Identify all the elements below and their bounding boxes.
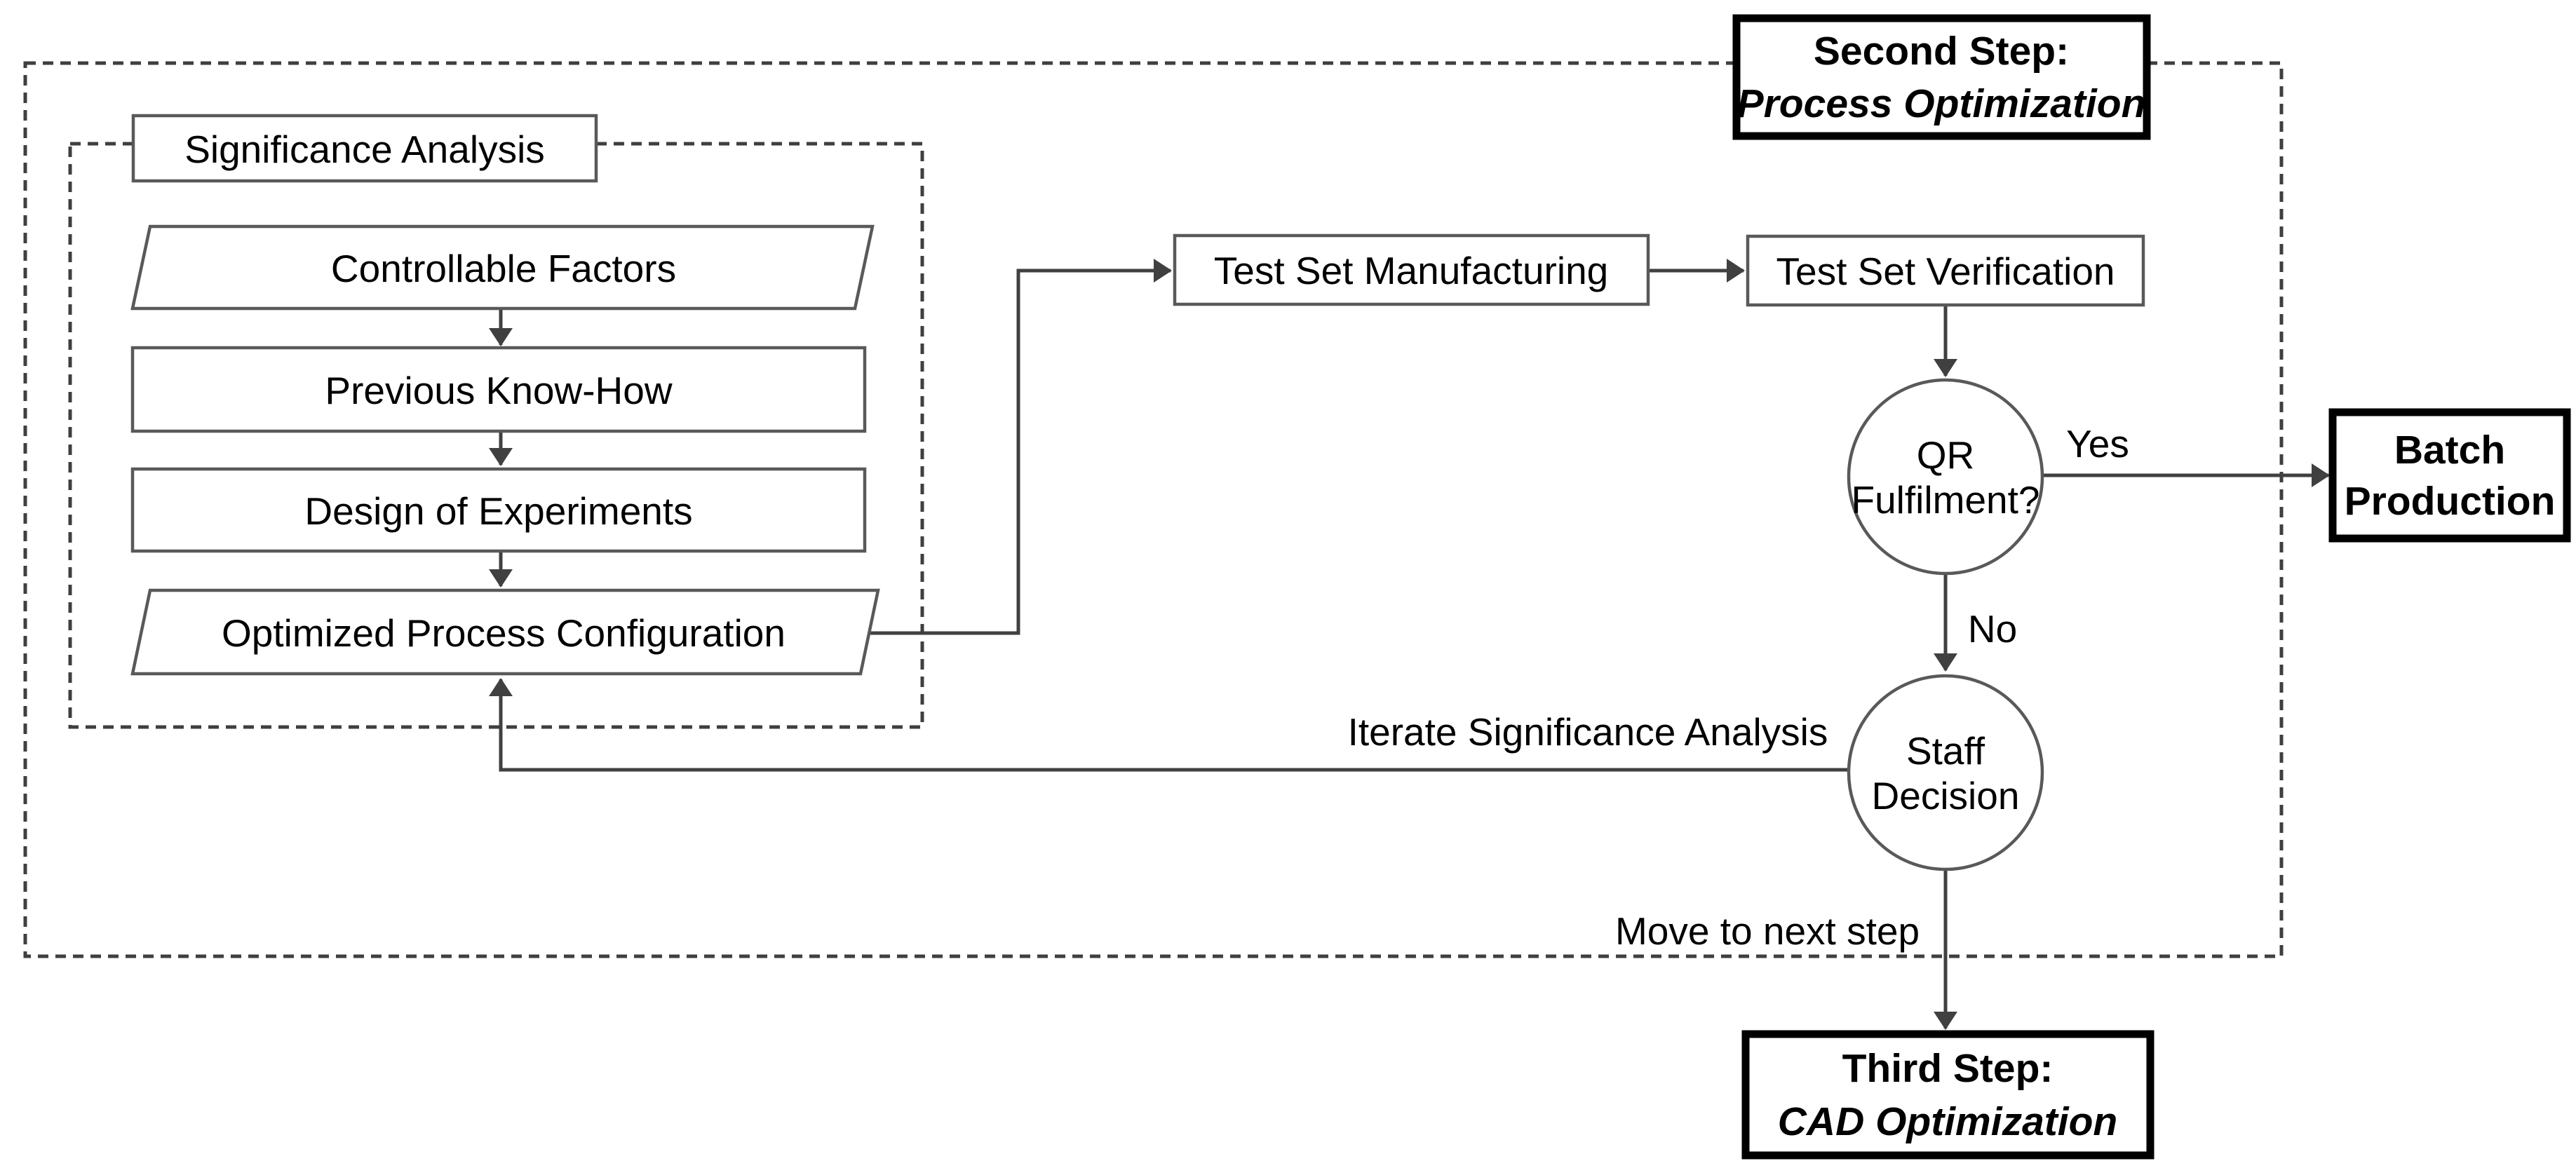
batch-production-label-line2: Production xyxy=(2345,479,2556,524)
second-step-label-line2: Process Optimization xyxy=(1737,81,2146,126)
third-step-label-line1: Third Step: xyxy=(1842,1046,2054,1091)
optimized-process-configuration-node xyxy=(130,588,880,676)
qr-fulfilment-node xyxy=(1847,378,2044,576)
previous-know-how-node xyxy=(130,346,867,433)
qr-fulfilment-label-line2: Fulfilment? xyxy=(1852,478,2040,522)
third-step-label-line2: CAD Optimization xyxy=(1778,1099,2117,1144)
controllable-factors-node xyxy=(130,224,875,311)
design-of-experiments-node xyxy=(130,467,867,553)
move-to-next-step-label: Move to next step xyxy=(1615,909,1920,953)
optimized-process-configuration-label: Optimized Process Configuration xyxy=(222,611,785,655)
staff-decision-node xyxy=(1847,674,2044,871)
process-optimization-dashed-boundary xyxy=(23,61,2284,958)
second-step-node xyxy=(1732,14,2151,140)
third-step-node xyxy=(1741,1030,2154,1160)
no-label: No xyxy=(1968,607,2017,651)
test-set-verification-node xyxy=(1746,234,2145,307)
significance-analysis-title-label: Significance Analysis xyxy=(184,128,545,171)
batch-production-node xyxy=(2328,408,2571,543)
qr-fulfilment-label-line1: QR xyxy=(1917,433,1975,477)
design-of-experiments-label: Design of Experiments xyxy=(304,489,692,533)
controllable-factors-label: Controllable Factors xyxy=(331,247,676,290)
yes-label: Yes xyxy=(2066,422,2129,466)
iterate-significance-analysis-label: Iterate Significance Analysis xyxy=(1348,710,1828,754)
edge-optimized-process-configuration-to-test-set-manufacturing xyxy=(870,259,1172,635)
second-step-label-line1: Second Step: xyxy=(1814,29,2069,74)
test-set-manufacturing-node xyxy=(1173,233,1650,306)
edge-staff-decision-loop-to-optimized-process-configuration xyxy=(489,678,1849,772)
staff-decision-label-line1: Staff xyxy=(1906,729,1985,773)
batch-production-label-line1: Batch xyxy=(2394,428,2505,473)
staff-decision-label-line2: Decision xyxy=(1872,774,2020,817)
previous-know-how-label: Previous Know-How xyxy=(325,369,672,412)
test-set-verification-label: Test Set Verification xyxy=(1776,250,2115,293)
test-set-manufacturing-label: Test Set Manufacturing xyxy=(1214,249,1609,292)
significance-analysis-title-box xyxy=(131,114,598,183)
